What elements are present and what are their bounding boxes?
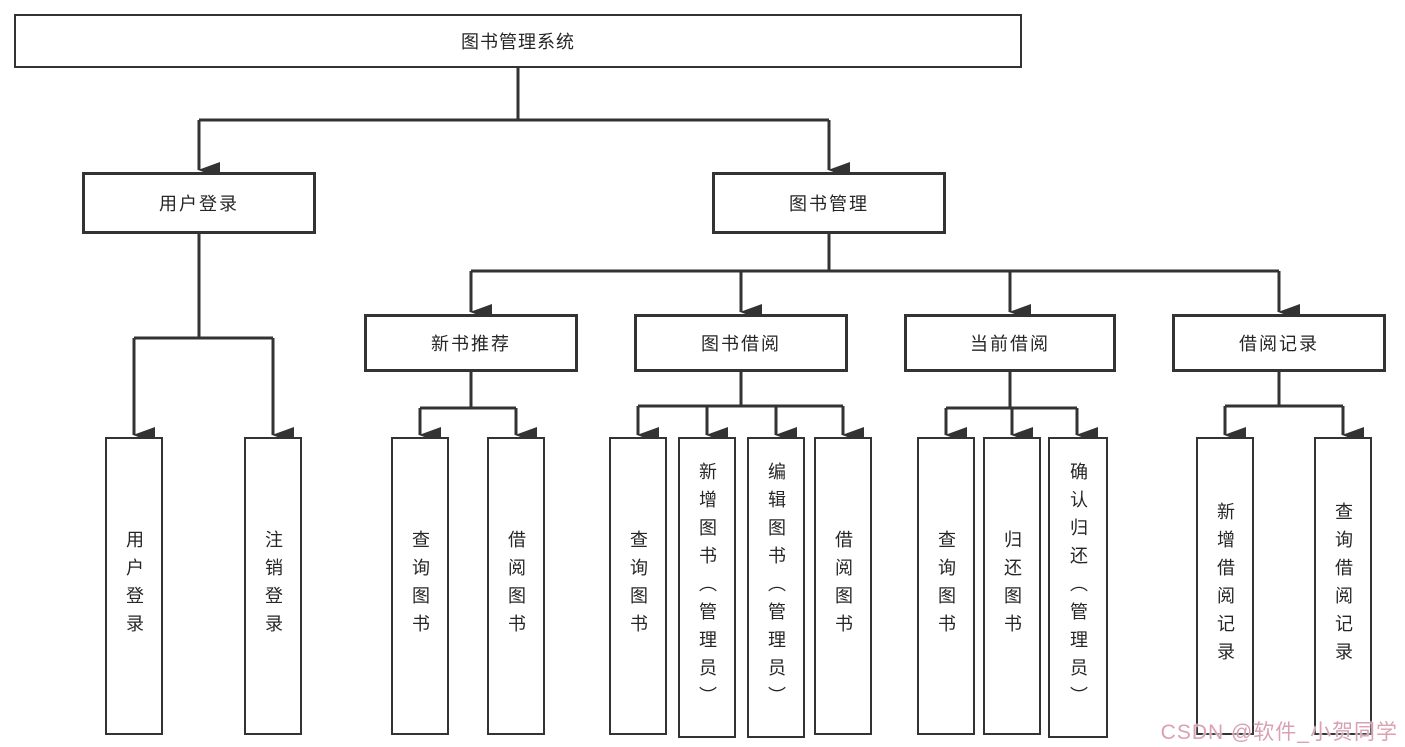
csdn-watermark: CSDN @软件_小贺同学 (1160, 721, 1398, 744)
leaf-confirm-return-admin: 确认归还（管理员） (1048, 437, 1108, 738)
leaf-query-books-current: 查询图书 (917, 437, 975, 735)
leaf-query-books-borrowing: 查询图书 (609, 437, 667, 735)
node-book-management: 图书管理 (712, 172, 946, 234)
node-book-borrowing: 图书借阅 (634, 314, 848, 372)
node-library-system: 图书管理系统 (14, 14, 1022, 68)
leaf-add-book-admin: 新增图书（管理员） (678, 437, 736, 738)
leaf-logout-login: 注销登录 (244, 437, 302, 735)
leaf-add-borrow-record: 新增借阅记录 (1196, 437, 1254, 735)
leaf-return-book: 归还图书 (983, 437, 1041, 735)
leaf-borrow-books-borrowing: 借阅图书 (814, 437, 872, 735)
leaf-edit-book-admin: 编辑图书（管理员） (747, 437, 805, 738)
leaf-borrow-books-recommend: 借阅图书 (487, 437, 545, 735)
node-new-book-recommend: 新书推荐 (364, 314, 578, 372)
node-current-borrowing: 当前借阅 (904, 314, 1116, 372)
connector-group (132, 68, 1364, 443)
leaf-query-books-recommend: 查询图书 (391, 437, 449, 735)
leaf-user-login: 用户登录 (105, 437, 163, 735)
node-user-login: 用户登录 (82, 172, 316, 234)
leaf-query-borrow-record: 查询借阅记录 (1314, 437, 1372, 735)
node-borrowing-records: 借阅记录 (1172, 314, 1386, 372)
